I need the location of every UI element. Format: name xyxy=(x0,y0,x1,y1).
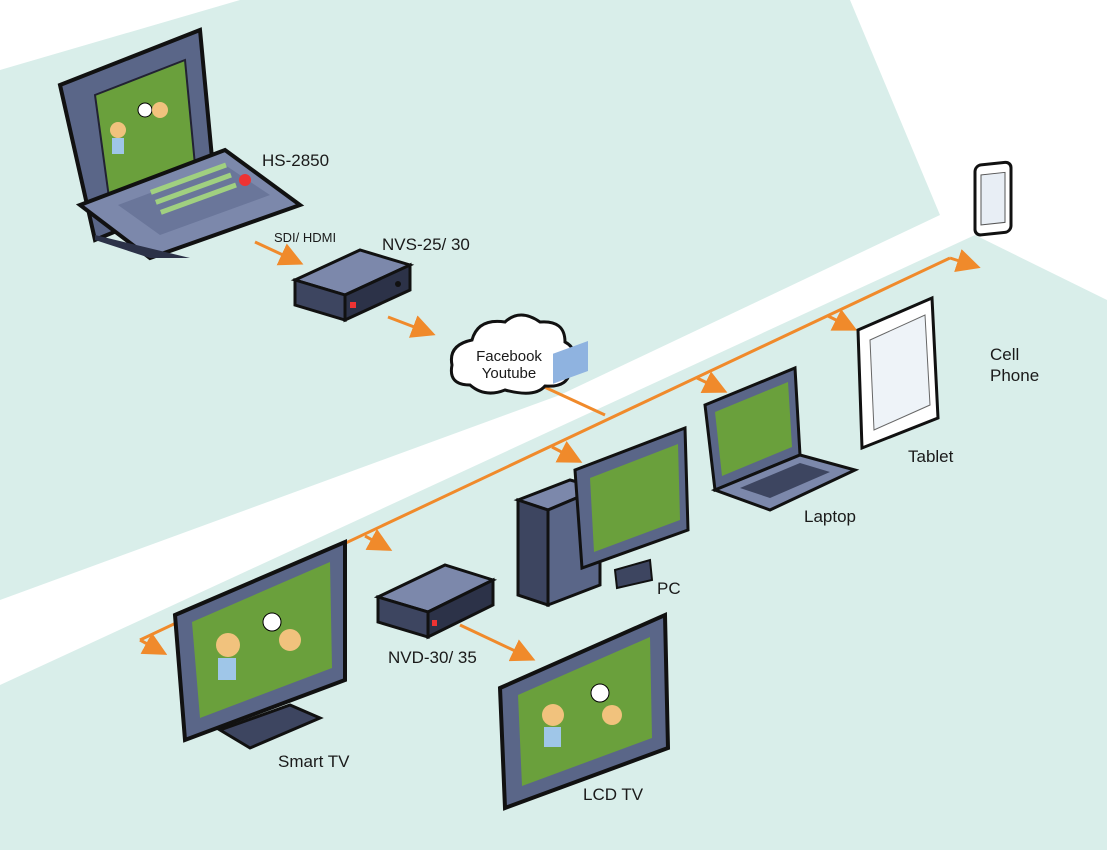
nvd-label: NVD-30/ 35 xyxy=(388,648,477,667)
laptop-label: Laptop xyxy=(804,507,856,526)
cloud-line-2: Youtube xyxy=(482,365,537,382)
cell-phone-label-1: Cell xyxy=(990,345,1019,364)
sdi-hdmi-label: SDI/ HDMI xyxy=(274,230,336,245)
wire-trunk-cellphone xyxy=(949,249,981,272)
wire-trunk-laptop xyxy=(696,371,728,394)
cloud-line-1: Facebook xyxy=(476,348,542,365)
lcd-tv-label: LCD TV xyxy=(583,785,644,804)
tablet-device xyxy=(856,295,940,451)
nvd-decoder-box xyxy=(373,563,498,640)
cloud-icon xyxy=(449,313,576,395)
laptop-device xyxy=(703,365,860,512)
wire-cloud-trunk xyxy=(539,383,606,417)
lcd-tv-device xyxy=(497,611,671,811)
wire-switcher-encoder xyxy=(254,240,304,266)
tablet-label: Tablet xyxy=(908,447,954,466)
nvs-label: NVS-25/ 30 xyxy=(382,235,470,254)
wire-trunk-decoder xyxy=(364,528,393,551)
cell-phone-label-2: Phone xyxy=(990,366,1039,385)
cell-phone-device xyxy=(973,160,1013,237)
nvs-encoder-box xyxy=(290,248,415,323)
upper-band xyxy=(0,0,940,600)
hs2850-switcher xyxy=(57,27,305,261)
pc-label: PC xyxy=(657,579,681,598)
pc-device xyxy=(513,340,690,608)
smart-tv-device xyxy=(172,538,347,750)
wire-encoder-cloud xyxy=(387,315,436,338)
smart-tv-label: Smart TV xyxy=(278,752,350,771)
hs2850-label: HS-2850 xyxy=(262,151,329,170)
wire-trunk-tablet xyxy=(827,309,858,331)
wire-decoder-lcdtv xyxy=(459,623,536,662)
wire-trunk-smarttv xyxy=(139,632,168,655)
wire-trunk-pc xyxy=(551,441,583,463)
